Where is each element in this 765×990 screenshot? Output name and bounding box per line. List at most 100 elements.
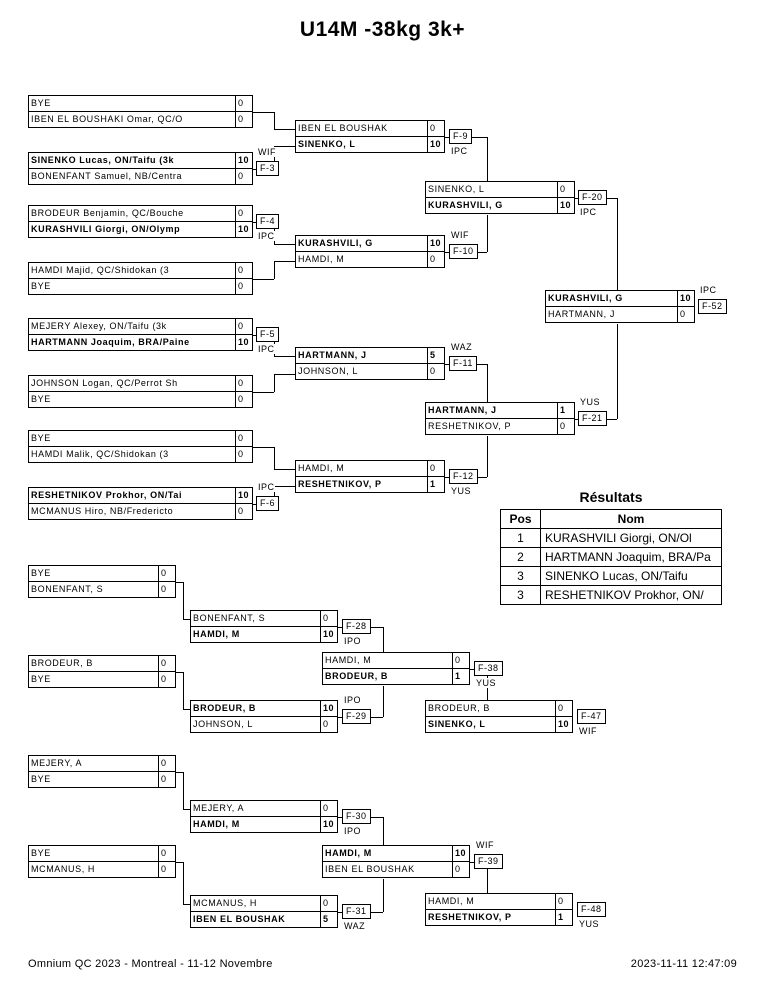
fight-number-tag: F-11 [449,356,477,371]
player-score: 10 [235,152,253,169]
player-score: 0 [427,363,445,380]
player-score: 0 [158,655,176,672]
player-name: HAMDI, M [295,251,428,268]
player-name: HAMDI Malik, QC/Shidokan (3 [28,446,236,463]
fight-number-tag: F-28 [342,619,371,634]
player-name: HARTMANN, J [545,306,678,323]
bracket-connector-line [274,244,295,245]
player-name: HARTMANN Joaquim, BRA/Paine [28,334,236,351]
bracket-connector-line [183,809,190,810]
player-score: 10 [557,197,575,214]
bracket-connector-line [383,817,384,845]
player-score: 0 [677,306,695,323]
player-score: 0 [235,430,253,447]
fight-number-tag: F-39 [474,854,503,869]
player-score: 0 [235,375,253,392]
player-name: MEJERY, A [28,755,159,772]
player-name: BONENFANT, S [28,581,159,598]
results-table: Pos Nom 1 KURASHVILI Giorgi, ON/Ol 2 HAR… [500,509,722,605]
results-row: 3 SINENKO Lucas, ON/Taifu [500,566,722,586]
player-name: BYE [28,771,159,788]
results-row: 2 HARTMANN Joaquim, BRA/Pa [500,547,722,567]
player-score: 0 [452,861,470,878]
player-name: BRODEUR Benjamin, QC/Bouche [28,205,236,222]
fight-number-tag: F-12 [449,469,478,484]
victory-code-label: IPC [451,146,468,156]
bracket-connector-line [253,279,274,280]
bracket-connector-line [183,619,190,620]
player-name: JOHNSON, L [190,716,321,733]
bracket-connector-line [183,904,190,905]
page-footer: Omnium QC 2023 - Montreal - 11-12 Novemb… [28,958,737,970]
bracket-connector-line [274,486,295,487]
player-name: BYE [28,671,159,688]
player-score: 0 [158,671,176,688]
player-name: BONENFANT Samuel, NB/Centra [28,168,236,185]
player-score: 0 [235,446,253,463]
player-score: 0 [235,503,253,520]
bracket-connector-line [487,436,488,477]
player-name: HAMDI, M [190,816,321,833]
player-name: HAMDI, M [322,845,453,862]
player-name: HARTMANN, J [295,347,428,364]
fight-number-tag: F-52 [698,299,727,314]
player-score: 0 [427,460,445,477]
fight-number-tag: F-30 [342,809,371,824]
victory-code-label: IPC [700,285,717,295]
victory-code-label: WIF [579,726,597,736]
player-name: BRODEUR, B [28,655,159,672]
bracket-connector-line [617,198,618,290]
player-name: HAMDI, M [190,626,321,643]
player-score: 5 [427,347,445,364]
fight-number-tag: F-31 [342,904,371,919]
victory-code-label: IPO [344,636,362,646]
player-score: 0 [427,251,445,268]
player-name: JOHNSON, L [295,363,428,380]
player-score: 0 [235,168,253,185]
bracket-connector-line [176,672,183,673]
fight-number-tag: F-5 [256,327,279,342]
bracket-connector-line [176,772,183,773]
player-name: KURASHVILI, G [295,235,428,252]
player-score: 10 [235,221,253,238]
bracket-connector-line [183,709,190,710]
bracket-connector-line [274,469,295,470]
result-nom: RESHETNIKOV Prokhor, ON/ [540,585,722,605]
player-name: KURASHVILI, G [425,197,558,214]
bracket-connector-line [274,374,295,375]
results-row: 1 KURASHVILI Giorgi, ON/Ol [500,528,722,548]
player-score: 0 [320,895,338,912]
player-score: 0 [320,716,338,733]
